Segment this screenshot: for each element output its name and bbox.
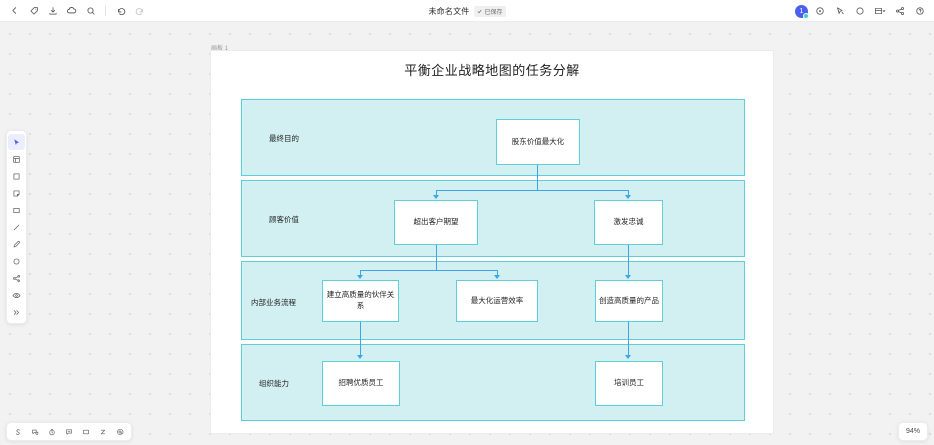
band-capability[interactable]: [241, 344, 745, 421]
node-inspire-loyalty[interactable]: 激发忠诚: [594, 200, 663, 245]
connector-tool[interactable]: [8, 270, 25, 286]
pen-tool[interactable]: [8, 236, 25, 252]
sticky-note-tool[interactable]: [8, 185, 25, 201]
node-build-partnership[interactable]: 建立高质量的伙伴关系: [322, 280, 399, 322]
rectangle-tool[interactable]: [8, 202, 25, 218]
arrow-cust2-to-proc3: [625, 275, 631, 279]
arrow-cust1-to-proc2: [494, 275, 500, 279]
band-label-process: 内部业务流程: [251, 298, 296, 307]
connector-cust1-bus: [360, 270, 497, 272]
more-tools[interactable]: [8, 304, 25, 320]
cloud-check-icon: [478, 9, 482, 13]
arrow-goal-to-cust2: [625, 195, 631, 199]
back-icon[interactable]: [6, 2, 23, 19]
arrow-goal-to-cust1: [433, 195, 439, 199]
zen-mode-icon[interactable]: [95, 424, 111, 439]
present-icon[interactable]: [78, 424, 94, 439]
shape-tool[interactable]: [8, 168, 25, 184]
node-create-quality-product[interactable]: 创造高质量的产品: [595, 280, 663, 322]
target-icon[interactable]: [811, 3, 828, 20]
line-tool[interactable]: [8, 219, 25, 235]
undo-icon[interactable]: [112, 2, 129, 19]
diagram-title: 平衡企业战略地图的任务分解: [404, 63, 580, 78]
search-icon[interactable]: [82, 2, 99, 19]
comment-circle-icon[interactable]: [851, 3, 868, 20]
zoom-level-control[interactable]: 94%: [898, 422, 928, 441]
comment-icon[interactable]: [27, 424, 43, 439]
band-goal[interactable]: [241, 99, 745, 176]
document-title-group: 未命名文件 已保存: [0, 0, 934, 22]
download-icon[interactable]: [44, 2, 61, 19]
connector-proc3-to-cap2: [628, 322, 630, 356]
chat-icon[interactable]: [61, 424, 77, 439]
connector-proc1-to-cap1: [360, 322, 362, 356]
bottom-toolbar: [6, 422, 132, 441]
connector-cust2-to-proc3: [628, 245, 630, 276]
redo-icon[interactable]: [131, 2, 148, 19]
node-recruit-talent[interactable]: 招聘优质员工: [322, 361, 400, 406]
eye-tool[interactable]: [8, 287, 25, 303]
top-toolbar: 未命名文件 已保存 1: [0, 0, 934, 22]
connector-cust1-down: [436, 245, 438, 271]
tool-rail: [6, 130, 27, 324]
connector-goal-down: [537, 165, 539, 191]
arrow-proc3-to-cap2: [625, 355, 631, 359]
ellipse-tool[interactable]: [8, 253, 25, 269]
toolbar-divider: [105, 5, 106, 16]
frame-tool[interactable]: [8, 151, 25, 167]
document-title[interactable]: 未命名文件: [428, 6, 470, 16]
connector-goal-bus: [436, 190, 629, 192]
document-saved-badge[interactable]: 已保存: [474, 5, 506, 17]
node-maximize-efficiency[interactable]: 最大化运营效率: [456, 280, 538, 322]
connector-goal-to-cust2: [628, 190, 630, 196]
top-toolbar-left-group: [0, 2, 148, 19]
document-saved-label: 已保存: [484, 9, 503, 16]
select-tool[interactable]: [8, 134, 25, 150]
cloud-icon[interactable]: [63, 2, 80, 19]
top-toolbar-right-group: 1: [795, 0, 928, 22]
node-shareholder-value[interactable]: 股东价值最大化: [496, 119, 580, 165]
arrow-proc1-to-cap1: [357, 355, 363, 359]
timer-icon[interactable]: [44, 424, 60, 439]
tag-icon[interactable]: [25, 2, 42, 19]
canvas-area[interactable]: 画板 1 平衡企业战略地图的任务分解 最终目的 股东价值最大化 顾客价值 超出客…: [0, 22, 934, 445]
select-mode-icon[interactable]: [10, 424, 26, 439]
help-icon[interactable]: [911, 3, 928, 20]
band-label-goal: 最终目的: [269, 134, 299, 143]
frame-label[interactable]: 画板 1: [211, 46, 229, 52]
band-customer[interactable]: [241, 180, 745, 257]
band-label-customer: 顾客价值: [269, 215, 299, 224]
connector-goal-to-cust1: [436, 190, 438, 196]
connector-cust1-to-proc1: [360, 270, 362, 276]
band-label-capability: 组织能力: [259, 379, 289, 388]
avatar[interactable]: 1: [795, 4, 809, 19]
share-icon[interactable]: [891, 3, 908, 20]
connector-cust1-to-proc2: [497, 270, 499, 276]
mention-icon[interactable]: [112, 424, 128, 439]
cursor-pointer-icon[interactable]: [831, 3, 848, 20]
arrow-cust1-to-proc1: [357, 275, 363, 279]
artboard[interactable]: 平衡企业战略地图的任务分解 最终目的 股东价值最大化 顾客价值 超出客户期望 激…: [211, 51, 773, 433]
node-train-employee[interactable]: 培训员工: [595, 361, 663, 406]
node-exceed-expectation[interactable]: 超出客户期望: [394, 200, 478, 245]
layout-panel-icon[interactable]: [871, 3, 888, 20]
